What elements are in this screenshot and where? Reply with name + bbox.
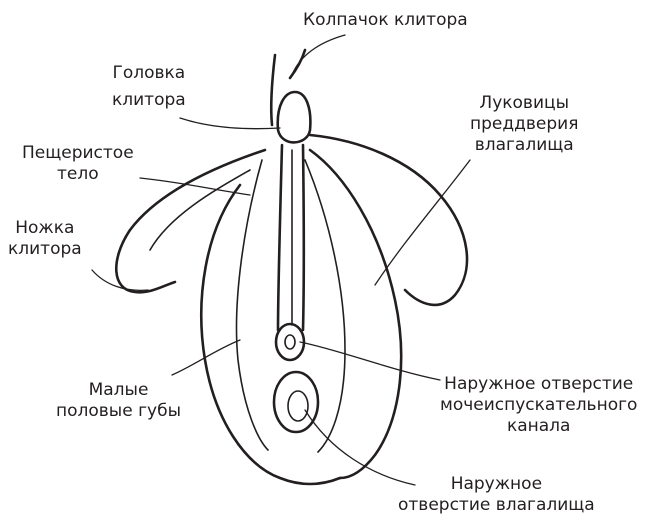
label-glans-line1: Головка: [112, 63, 186, 84]
labia-left-line: [237, 160, 268, 450]
crus-inner-line: [150, 170, 250, 250]
label-urethral-opening-line3: канала: [440, 416, 637, 437]
vaginal-opening-inner: [288, 391, 308, 421]
label-vaginal-opening: Наружное отверстие влагалища: [398, 474, 595, 516]
label-crus-line2: клитора: [8, 239, 82, 260]
bulb-left-outline: [201, 185, 340, 484]
label-urethral-opening-line1: Наружное отверстие: [440, 374, 637, 395]
label-vestibular-bulbs-line3: влагалища: [470, 135, 578, 156]
bulb-right-outline: [310, 150, 401, 478]
leader-body: [140, 178, 250, 195]
right-wing-outline: [310, 135, 467, 305]
label-labia-minora-line2: половые губы: [56, 401, 181, 422]
label-crus-line1: Ножка: [8, 218, 82, 239]
label-vestibular-bulbs: Луковицы преддверия влагалища: [470, 93, 578, 156]
label-vaginal-opening-line1: Наружное: [398, 474, 595, 495]
leader-urethra: [300, 342, 440, 380]
label-clitoral-hood: Колпачок клитора: [303, 10, 468, 31]
leader-crus: [92, 270, 148, 290]
shaft-right-line: [303, 145, 304, 330]
left-crus-outline: [116, 150, 265, 292]
vaginal-opening-shape: [274, 372, 318, 432]
label-vestibular-bulbs-line2: преддверия: [470, 114, 578, 135]
label-vaginal-opening-line2: отверстие влагалища: [398, 495, 595, 516]
leader-hood: [292, 35, 345, 75]
label-cavernous-body-line2: тело: [22, 164, 134, 185]
urethral-opening-inner: [285, 335, 295, 349]
label-labia-minora: Малые половые губы: [56, 380, 181, 422]
label-cavernous-body-line1: Пещеристое: [22, 143, 134, 164]
label-vestibular-bulbs-line1: Луковицы: [470, 93, 578, 114]
label-glans-line2: клитора: [112, 90, 186, 111]
label-crus: Ножка клитора: [8, 218, 82, 260]
labia-right-line: [305, 160, 345, 452]
label-clitoral-hood-text: Колпачок клитора: [303, 10, 468, 31]
label-labia-minora-line1: Малые: [56, 380, 181, 401]
leader-glans: [180, 118, 280, 129]
label-cavernous-body: Пещеристое тело: [22, 143, 134, 185]
glans-shape: [278, 92, 311, 142]
label-urethral-opening: Наружное отверстие мочеиспускательного к…: [440, 374, 637, 437]
shaft-left-line: [278, 145, 282, 330]
label-glans: Головка клитора: [112, 63, 186, 111]
label-urethral-opening-line2: мочеиспускательного: [440, 395, 637, 416]
